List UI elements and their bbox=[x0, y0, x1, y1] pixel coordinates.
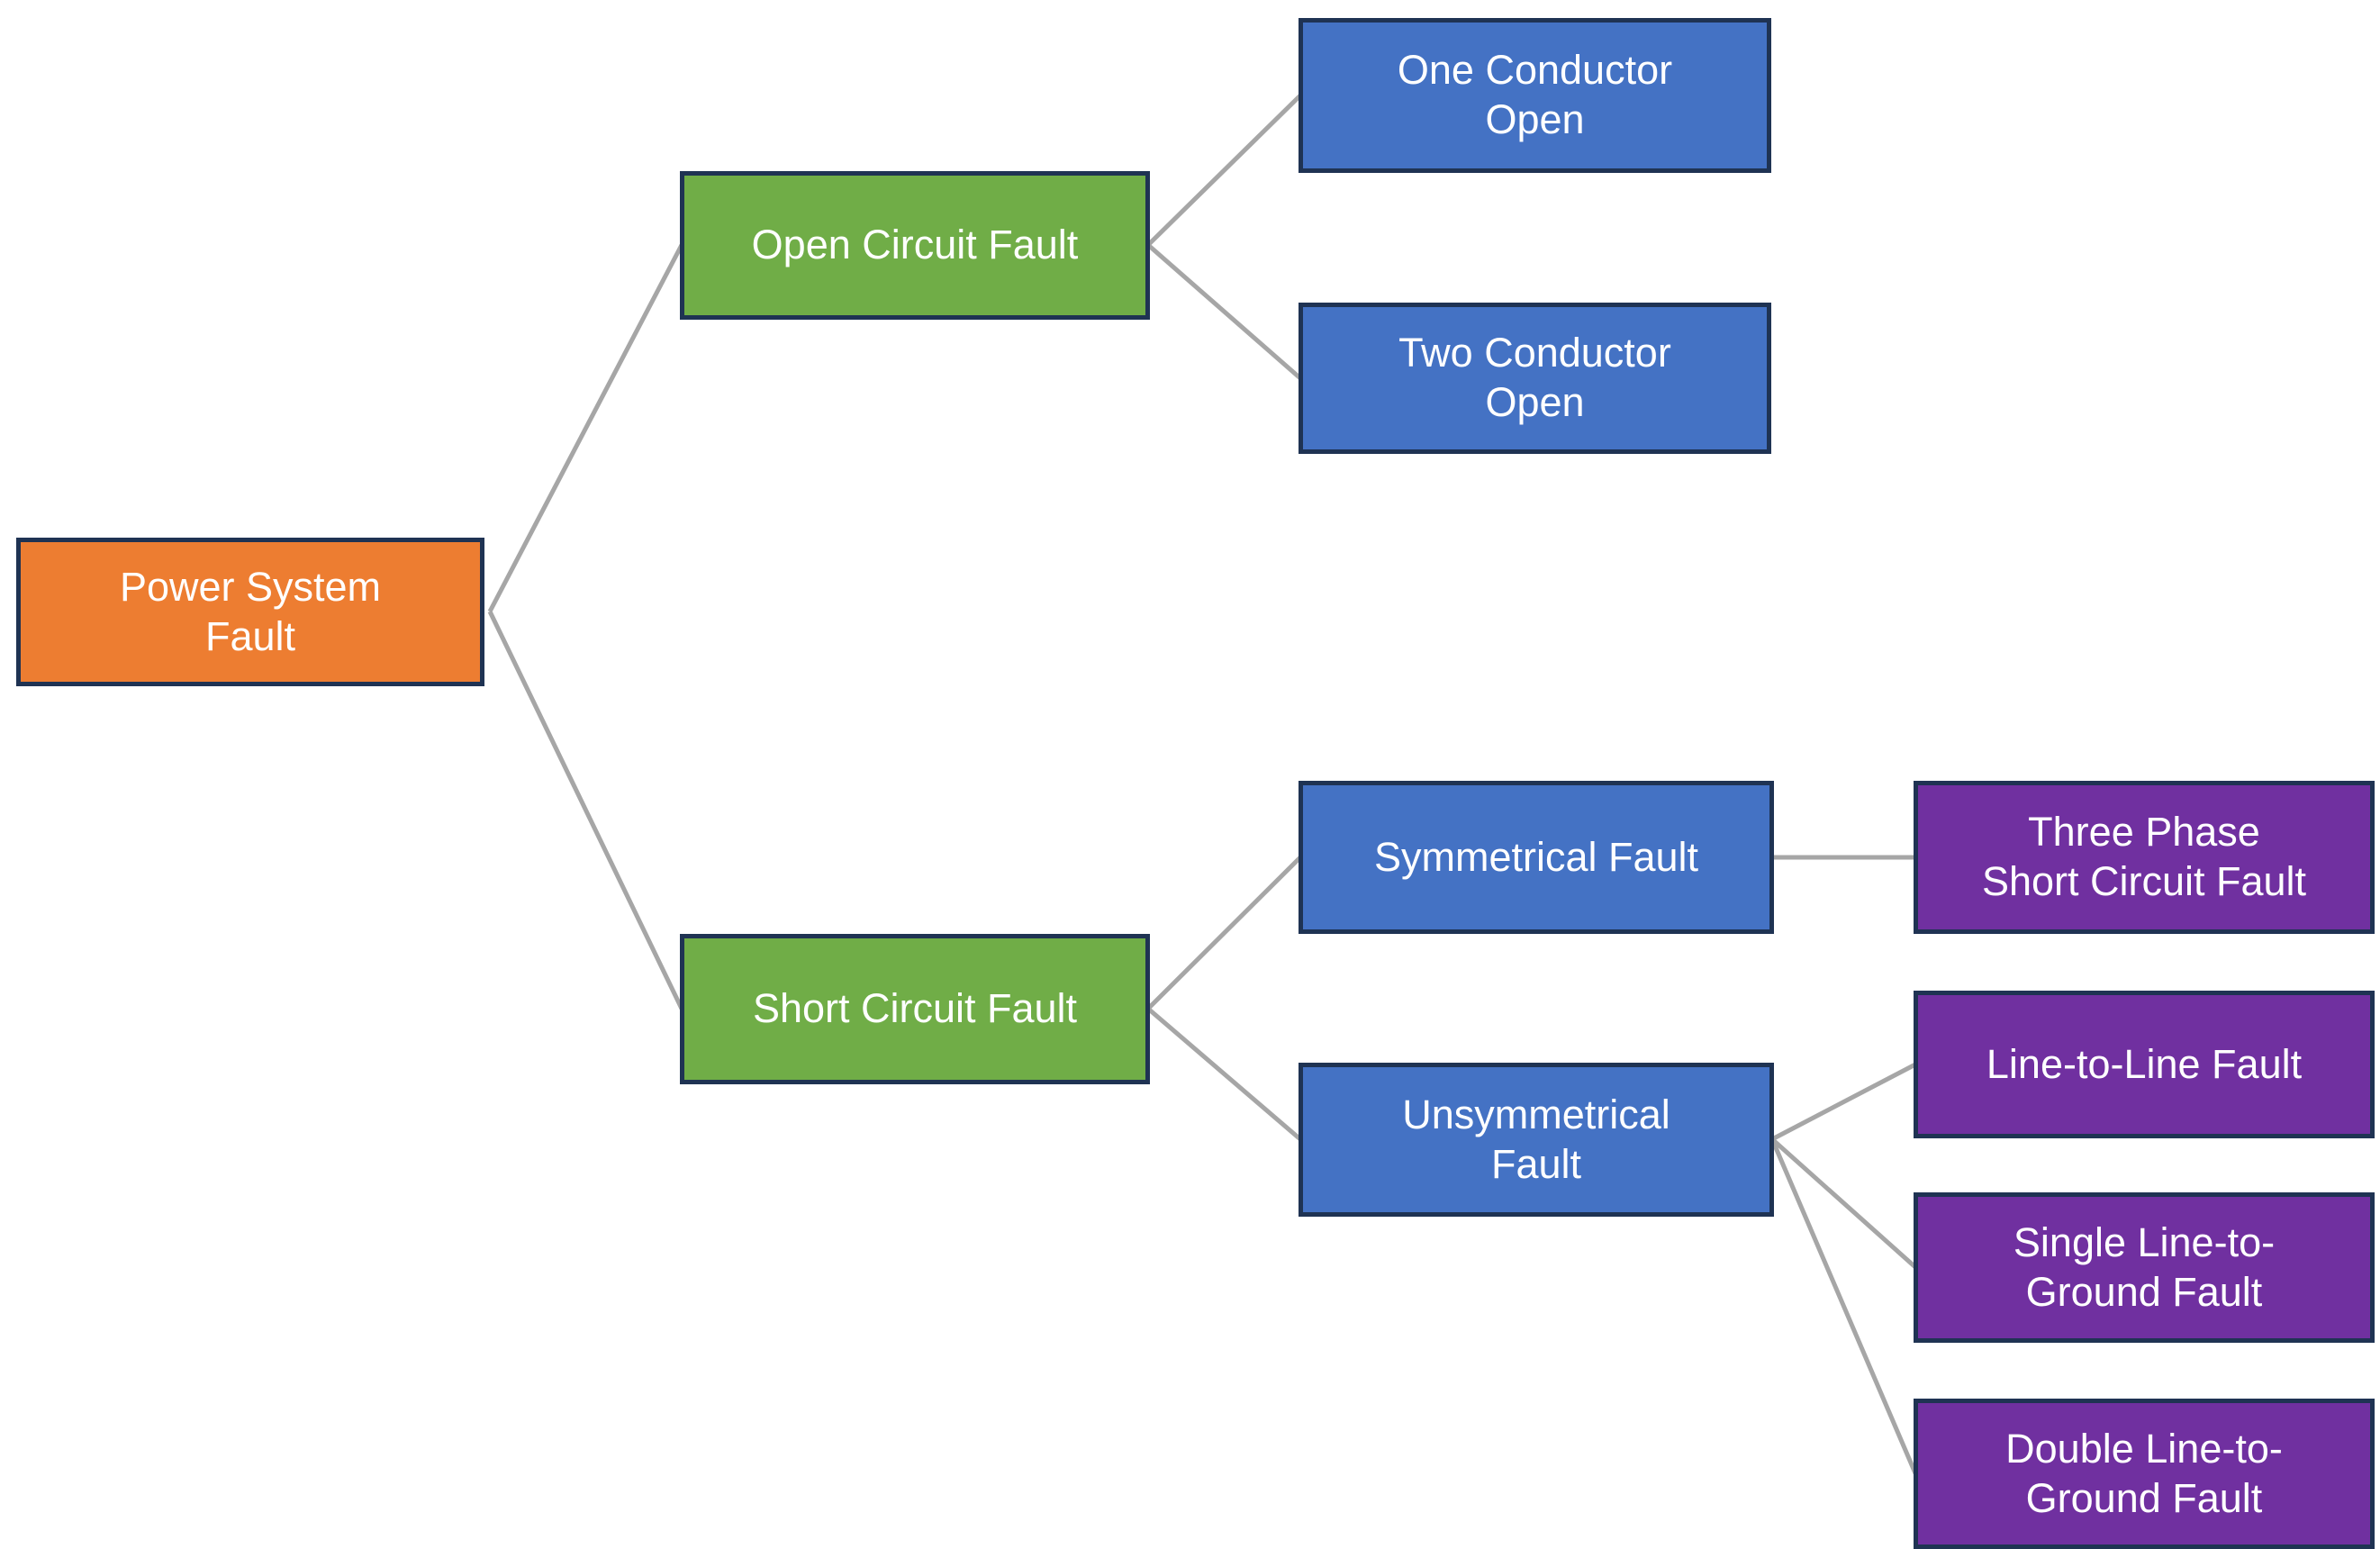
connector-short-to-unsymmetrical bbox=[1146, 1007, 1302, 1141]
connector-short-to-symmetrical bbox=[1146, 856, 1302, 1010]
node-three-phase-short-circuit-fault: Three Phase Short Circuit Fault bbox=[1914, 781, 2375, 934]
connector-unsym-to-single-lg bbox=[1770, 1137, 1917, 1269]
connector-root-to-short-circuit bbox=[487, 610, 684, 1010]
node-short-circuit-fault-label: Short Circuit Fault bbox=[752, 985, 1078, 1032]
node-line-to-line-fault: Line-to-Line Fault bbox=[1914, 991, 2375, 1138]
node-open-circuit-fault: Open Circuit Fault bbox=[680, 171, 1150, 320]
node-double-line-to-ground-fault-label: Double Line-to- Ground Fault bbox=[2005, 1425, 2283, 1521]
node-single-line-to-ground-fault: Single Line-to- Ground Fault bbox=[1914, 1192, 2375, 1343]
node-open-circuit-fault-label: Open Circuit Fault bbox=[751, 222, 1079, 268]
node-short-circuit-fault: Short Circuit Fault bbox=[680, 934, 1150, 1084]
node-two-conductor-open-label: Two Conductor Open bbox=[1398, 330, 1671, 425]
connector-unsym-to-line-line bbox=[1770, 1062, 1917, 1142]
connector-unsym-to-double-lg bbox=[1769, 1138, 1918, 1474]
node-unsymmetrical-fault: Unsymmetrical Fault bbox=[1299, 1063, 1774, 1217]
connector-root-to-open-circuit bbox=[487, 243, 684, 613]
connector-open-to-one-conductor bbox=[1146, 94, 1302, 247]
node-three-phase-short-circuit-fault-label: Three Phase Short Circuit Fault bbox=[1981, 809, 2307, 904]
node-one-conductor-open-label: One Conductor Open bbox=[1397, 47, 1673, 142]
node-single-line-to-ground-fault-label: Single Line-to- Ground Fault bbox=[2013, 1218, 2276, 1315]
node-double-line-to-ground-fault: Double Line-to- Ground Fault bbox=[1914, 1399, 2375, 1549]
node-one-conductor-open: One Conductor Open bbox=[1299, 18, 1771, 173]
node-power-system-fault: Power System Fault bbox=[16, 538, 484, 686]
node-symmetrical-fault: Symmetrical Fault bbox=[1299, 781, 1774, 934]
node-two-conductor-open: Two Conductor Open bbox=[1299, 303, 1771, 454]
node-symmetrical-fault-label: Symmetrical Fault bbox=[1373, 833, 1699, 880]
node-power-system-fault-label: Power System Fault bbox=[119, 563, 382, 659]
node-unsymmetrical-fault-label: Unsymmetrical Fault bbox=[1402, 1091, 1670, 1187]
connector-open-to-two-conductor bbox=[1146, 243, 1302, 380]
node-line-to-line-fault-label: Line-to-Line Fault bbox=[1986, 1040, 2303, 1087]
